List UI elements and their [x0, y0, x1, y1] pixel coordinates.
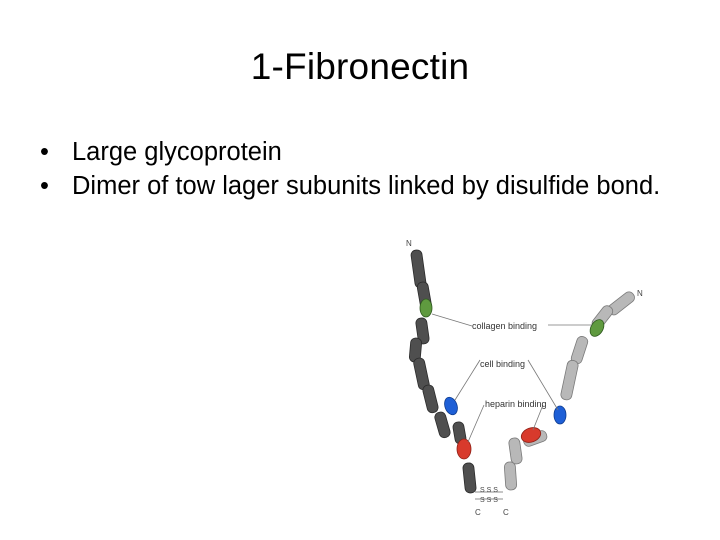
left-heparin-binding-domain — [457, 439, 471, 459]
right-subunit-segment — [504, 462, 517, 491]
right-cell-binding-domain — [554, 406, 566, 424]
left-collagen-binding-domain — [420, 299, 432, 317]
disulfide-label-top: S S S — [480, 487, 498, 494]
disulfide-label-bottom: S S S — [480, 497, 498, 504]
left-c-terminus-label: C — [475, 508, 481, 517]
bullet-list: • Large glycoprotein • Dimer of tow lage… — [40, 135, 680, 203]
cell-binding-label: cell binding — [480, 359, 525, 369]
fibronectin-diagram: S S S S S S N N C C collagen binding cel… — [380, 230, 660, 530]
left-subunit-segment — [434, 411, 452, 439]
right-subunit-segment — [508, 437, 523, 464]
right-n-terminus-label: N — [637, 289, 643, 298]
bullet-text: Large glycoprotein — [72, 138, 282, 166]
right-subunit-segment — [560, 359, 579, 400]
bullet-dot-icon: • — [40, 135, 49, 169]
slide-title: 1-Fibronectin — [0, 42, 720, 92]
left-subunit-segment — [462, 462, 476, 493]
bullet-item: • Dimer of tow lager subunits linked by … — [40, 169, 680, 203]
heparin-binding-label: heparin binding — [485, 399, 547, 409]
left-subunit-segment — [422, 384, 439, 414]
collagen-binding-label: collagen binding — [472, 321, 537, 331]
right-c-terminus-label: C — [503, 508, 509, 517]
left-n-terminus-label: N — [406, 239, 412, 248]
bullet-text: Dimer of tow lager subunits linked by di… — [72, 172, 660, 200]
right-subunit — [504, 290, 636, 490]
left-cell-binding-domain — [442, 395, 459, 416]
bullet-item: • Large glycoprotein — [40, 135, 680, 169]
bullet-dot-icon: • — [40, 169, 49, 203]
